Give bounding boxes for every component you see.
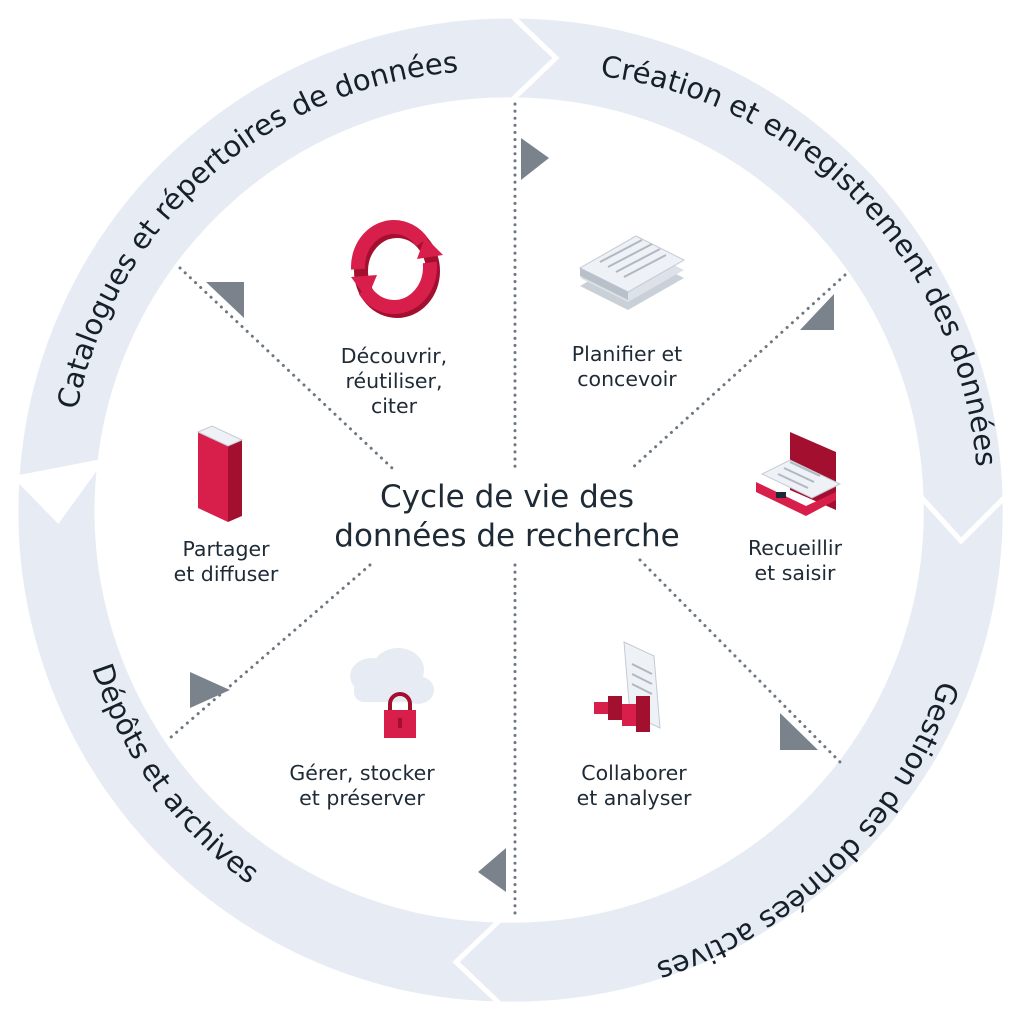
stage-collect-line-1: Recueillir xyxy=(748,536,843,560)
bar-chart-document-icon xyxy=(594,641,661,732)
pointer-bottom-right-icon xyxy=(780,713,818,750)
pointer-top-right-icon xyxy=(800,294,834,330)
stage-share-line-2: et diffuser xyxy=(174,562,279,586)
separator-lines xyxy=(168,102,847,920)
stage-analyse-line-2: et analyser xyxy=(577,786,692,810)
recycle-arrows-icon xyxy=(351,220,443,318)
stage-collect-line-2: et saisir xyxy=(755,561,836,585)
separator-bottom-right xyxy=(638,558,842,764)
cloud-lock-icon xyxy=(350,648,434,738)
separator-bottom-left xyxy=(168,563,372,740)
book-icon xyxy=(196,425,244,522)
separator-top-right xyxy=(628,273,847,472)
stage-discover: Découvrir, réutiliser, citer xyxy=(341,220,447,418)
document-stack-icon xyxy=(578,235,686,310)
pointer-top-left-icon xyxy=(206,282,244,318)
stage-share-line-1: Partager xyxy=(182,537,270,561)
center-title: Cycle de vie des données de recherche xyxy=(334,479,679,554)
outer-ring xyxy=(13,13,1008,1007)
stage-store-line-2: et préserver xyxy=(299,786,425,810)
stage-discover-line-1: Découvrir, xyxy=(341,344,447,368)
briefcase-documents-icon xyxy=(756,432,842,516)
pointer-bottom-left-icon xyxy=(190,672,230,708)
pointer-bottom-icon xyxy=(478,848,506,892)
direction-pointers xyxy=(190,138,834,892)
separator-top-left xyxy=(178,266,394,470)
ring-segment-depots xyxy=(13,452,507,1007)
stage-collect: Recueillir et saisir xyxy=(748,432,843,585)
center-title-line-1: Cycle de vie des xyxy=(380,479,634,515)
stage-plan: Planifier et concevoir xyxy=(572,235,686,391)
stage-analyse: Collaborer et analyser xyxy=(577,641,692,810)
stage-plan-line-1: Planifier et xyxy=(572,342,682,366)
stage-analyse-line-1: Collaborer xyxy=(581,761,687,785)
stage-share: Partager et diffuser xyxy=(174,425,279,586)
pointer-top-icon xyxy=(521,138,549,180)
stage-plan-line-2: concevoir xyxy=(577,367,677,391)
ring-segment-catalogues xyxy=(14,13,560,482)
stage-store: Gérer, stocker et préserver xyxy=(289,648,435,810)
stage-store-line-1: Gérer, stocker xyxy=(289,761,435,785)
stage-discover-line-2: réutiliser, xyxy=(346,369,443,393)
center-title-line-2: données de recherche xyxy=(334,518,679,554)
stage-discover-line-3: citer xyxy=(371,394,418,418)
